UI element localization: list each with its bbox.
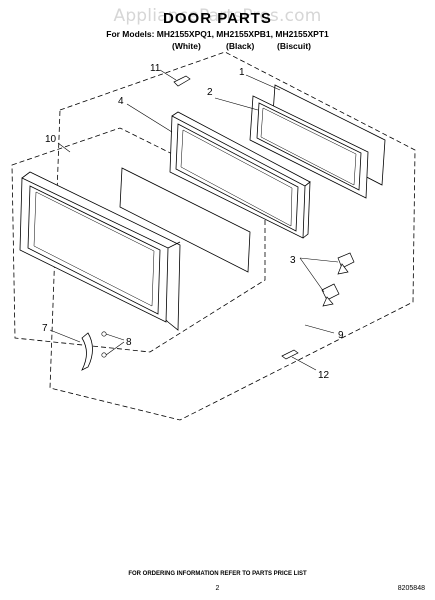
callout-3: 3 [290,255,296,266]
leader-9 [304,324,335,334]
leader-4 [126,103,173,133]
callout-8: 8 [126,337,132,348]
part-door-inner-frame [169,111,311,239]
leader-10 [57,142,71,153]
part-door-window-panel [119,167,251,273]
callout-1: 1 [239,67,245,78]
leader-7 [49,329,81,343]
leader-11 [159,69,177,81]
part-latch-hooks [321,252,355,307]
part-handle-screws [101,331,107,358]
color-label-white: (White) [172,41,201,51]
leader-3b [299,257,325,293]
part-clip-bottom [281,349,299,360]
leader-3a [299,257,339,263]
document-number: 8205848 [397,585,425,592]
page-number: 2 [215,585,220,592]
part-door-front [19,171,181,331]
color-label-black: (Black) [226,41,255,51]
leader-8a [105,333,125,341]
leader-8b [105,341,125,356]
part-door-handle [81,332,93,371]
ordering-note: FOR ORDERING INFORMATION REFER TO PARTS … [128,571,307,577]
watermark: AppliancePartsPros.com [113,6,322,26]
callout-10: 10 [45,134,57,145]
leader-12 [291,356,317,371]
callout-7: 7 [42,323,48,334]
assembly-outline-door-front [11,127,266,353]
models-line: For Models: MH2155XPQ1, MH2155XPB1, MH21… [106,29,329,39]
page-title: DOOR PARTS [163,10,272,27]
part-door-choke [249,95,369,199]
leader-2 [214,97,259,111]
callout-9: 9 [338,330,344,341]
callout-4: 4 [118,96,124,107]
leader-1 [245,74,281,91]
callout-12: 12 [318,370,330,381]
part-clip-top [173,75,191,87]
color-label-biscuit: (Biscuit) [277,41,311,51]
callout-11: 11 [150,63,161,74]
callout-2: 2 [207,87,213,98]
assembly-outline-door [49,51,416,421]
